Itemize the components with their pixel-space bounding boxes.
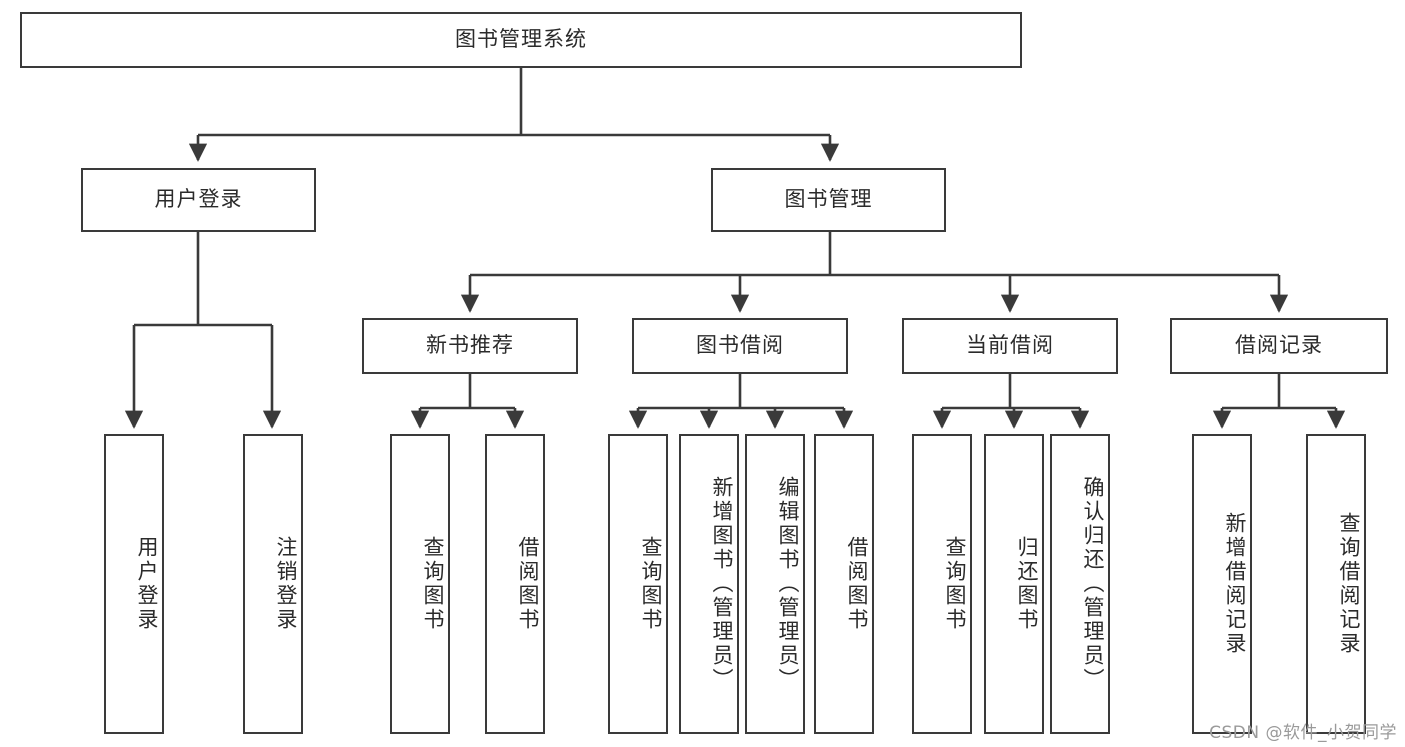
node-leaf-borrow-book-2[interactable]: 借阅图书 (814, 434, 874, 734)
node-current-borrow-label: 当前借阅 (966, 333, 1054, 358)
node-leaf-edit-book[interactable]: 编辑图书（管理员） (745, 434, 805, 734)
node-leaf-query-book-1[interactable]: 查询图书 (390, 434, 450, 734)
node-leaf-query-book-1-label: 查询图书 (421, 536, 445, 632)
node-user-login-label: 用户登录 (154, 187, 243, 212)
node-leaf-confirm-return[interactable]: 确认归还（管理员） (1050, 434, 1110, 734)
node-leaf-query-book-2-label: 查询图书 (639, 536, 663, 632)
node-user-login[interactable]: 用户登录 (81, 168, 316, 232)
watermark: CSDN @软件_小贺同学 (1209, 723, 1397, 743)
node-leaf-return-book-label: 归还图书 (1015, 536, 1039, 632)
node-leaf-logout-label: 注销登录 (274, 536, 298, 632)
node-leaf-query-record-label: 查询借阅记录 (1337, 512, 1361, 656)
node-new-book-recommend-label: 新书推荐 (426, 333, 514, 358)
node-book-borrow-label: 图书借阅 (696, 333, 784, 358)
node-leaf-add-book-label: 新增图书（管理员） (710, 476, 734, 692)
node-root[interactable]: 图书管理系统 (20, 12, 1022, 68)
node-leaf-add-record-label: 新增借阅记录 (1223, 512, 1247, 656)
node-book-borrow[interactable]: 图书借阅 (632, 318, 848, 374)
node-borrow-record[interactable]: 借阅记录 (1170, 318, 1388, 374)
node-leaf-return-book[interactable]: 归还图书 (984, 434, 1044, 734)
node-leaf-query-book-3[interactable]: 查询图书 (912, 434, 972, 734)
node-leaf-edit-book-label: 编辑图书（管理员） (776, 476, 800, 692)
node-leaf-query-book-3-label: 查询图书 (943, 536, 967, 632)
node-leaf-logout[interactable]: 注销登录 (243, 434, 303, 734)
node-leaf-query-book-2[interactable]: 查询图书 (608, 434, 668, 734)
node-leaf-borrow-book-1[interactable]: 借阅图书 (485, 434, 545, 734)
node-book-manage[interactable]: 图书管理 (711, 168, 946, 232)
node-leaf-user-login-label: 用户登录 (135, 536, 159, 632)
node-leaf-confirm-return-label: 确认归还（管理员） (1081, 476, 1105, 692)
node-leaf-borrow-book-2-label: 借阅图书 (845, 536, 869, 632)
node-leaf-add-record[interactable]: 新增借阅记录 (1192, 434, 1252, 734)
node-new-book-recommend[interactable]: 新书推荐 (362, 318, 578, 374)
node-borrow-record-label: 借阅记录 (1235, 333, 1323, 358)
node-leaf-borrow-book-1-label: 借阅图书 (516, 536, 540, 632)
node-book-manage-label: 图书管理 (784, 187, 873, 212)
node-leaf-user-login[interactable]: 用户登录 (104, 434, 164, 734)
node-leaf-add-book[interactable]: 新增图书（管理员） (679, 434, 739, 734)
node-leaf-query-record[interactable]: 查询借阅记录 (1306, 434, 1366, 734)
node-root-label: 图书管理系统 (455, 27, 587, 52)
node-current-borrow[interactable]: 当前借阅 (902, 318, 1118, 374)
